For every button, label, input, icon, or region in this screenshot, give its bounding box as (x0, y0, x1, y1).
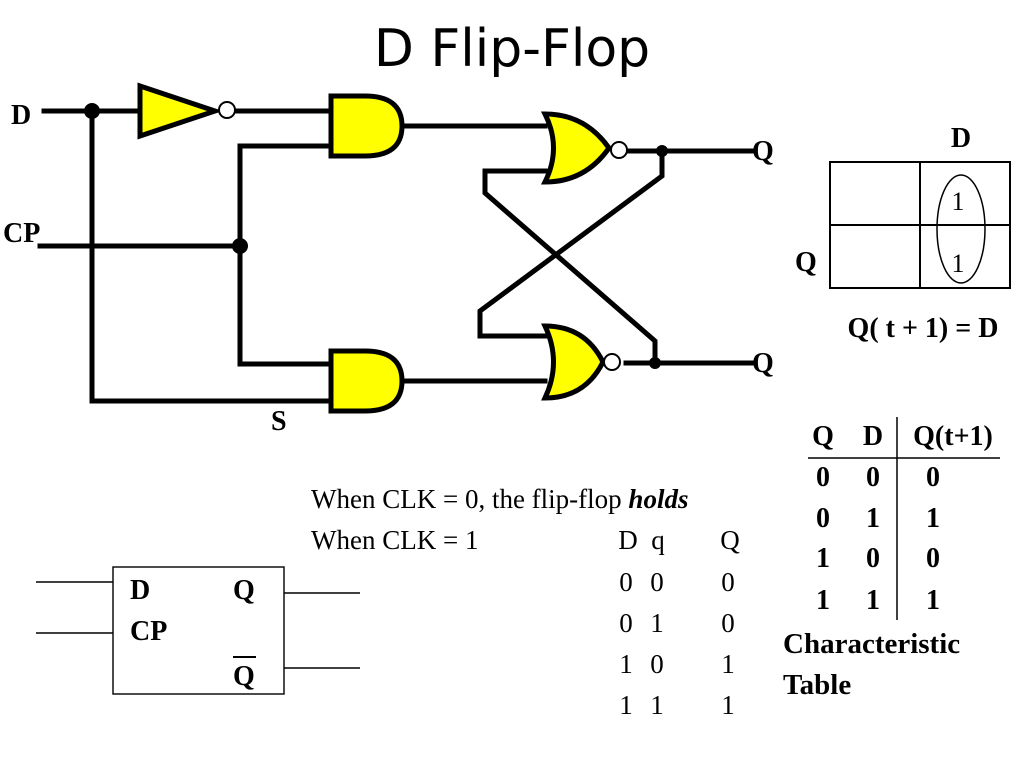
logic-circuit: D CP Q Q S (3, 82, 774, 437)
truth-table-cell: 1 (650, 608, 664, 638)
char-table-cell: 1 (866, 503, 880, 534)
char-table-cell: 1 (816, 543, 830, 574)
flip-flop-block-symbol: D CP Q Q (36, 566, 360, 695)
char-table-cell: 0 (926, 543, 940, 574)
circuit-input-cp: CP (3, 218, 40, 249)
karnaugh-map: D Q 1 1 Q( t + 1) = D (795, 123, 1011, 344)
char-table-caption: Characteristic (783, 628, 960, 660)
circuit-output-q: Q (752, 136, 774, 167)
block-box (112, 566, 285, 695)
truth-table-cell: 0 (721, 608, 735, 638)
char-table-cell: 1 (866, 585, 880, 616)
truth-table-cell: 1 (650, 690, 664, 720)
circuit-output-q-bar: Q (752, 348, 774, 379)
circuit-wires (37, 108, 755, 404)
char-table-cell: 0 (816, 462, 830, 493)
junction-q (656, 145, 668, 157)
truth-table-cell: 0 (650, 649, 664, 679)
note-clk-one: When CLK = 1 (311, 525, 478, 555)
block-input-d: D (130, 575, 150, 606)
truth-table-cell: 1 (619, 649, 633, 679)
junction-cp (232, 238, 248, 254)
inverter-bubble (218, 101, 236, 119)
char-table-cell: 0 (816, 503, 830, 534)
junction-qbar (649, 357, 661, 369)
nor-gate-bottom (541, 323, 621, 401)
truth-table-cell: 0 (619, 567, 633, 597)
characteristic-table: Q D Q(t+1) 0 0 0 0 1 1 1 0 0 1 1 1 Chara… (783, 417, 1000, 701)
kmap-row-label: Q (795, 247, 817, 278)
block-output-q-bar: Q (233, 661, 255, 692)
truth-table-cell: 1 (619, 690, 633, 720)
char-table-cell: 0 (926, 462, 940, 493)
truth-table: D q Q 0 0 0 0 1 0 1 0 1 1 1 1 (618, 525, 740, 720)
nor-gate-top (540, 111, 628, 185)
wire-feedback-q (477, 148, 665, 339)
char-table-cell: 0 (866, 543, 880, 574)
char-table-cell: 1 (926, 585, 940, 616)
not-gate (137, 82, 236, 140)
circuit-label-s: S (271, 406, 287, 437)
truth-table-cell: 1 (721, 690, 735, 720)
char-table-header: Q (812, 421, 834, 452)
char-table-header: Q(t+1) (913, 421, 993, 452)
char-table-cell: 1 (816, 585, 830, 616)
kmap-equation: Q( t + 1) = D (848, 313, 999, 344)
kmap-col-label: D (951, 123, 971, 154)
wire-feedback-qbar (482, 168, 658, 366)
truth-table-header: q (651, 525, 665, 555)
note-clk-zero: When CLK = 0, the flip-flop holds (311, 484, 688, 514)
kmap-cell: 1 (952, 187, 965, 216)
kmap-cell: 1 (952, 249, 965, 278)
page-title: D Flip-Flop (374, 19, 650, 79)
clock-notes: When CLK = 0, the flip-flop holds When C… (311, 484, 688, 555)
and-gate-top (328, 93, 405, 159)
truth-table-cell: 0 (619, 608, 633, 638)
circuit-input-d: D (11, 100, 31, 131)
block-input-cp: CP (130, 616, 167, 647)
junction-d (84, 103, 100, 119)
char-table-cell: 0 (866, 462, 880, 493)
char-table-cell: 1 (926, 503, 940, 534)
kmap-grouping-loop (936, 174, 986, 284)
truth-table-header: D (618, 525, 638, 555)
truth-table-cell: 0 (721, 567, 735, 597)
char-table-header: D (863, 421, 883, 452)
char-table-caption: Table (783, 669, 851, 701)
truth-table-cell: 0 (650, 567, 664, 597)
and-gate-bottom (328, 348, 405, 414)
truth-table-header: Q (720, 525, 740, 555)
truth-table-cell: 1 (721, 649, 735, 679)
block-output-q: Q (233, 575, 255, 606)
